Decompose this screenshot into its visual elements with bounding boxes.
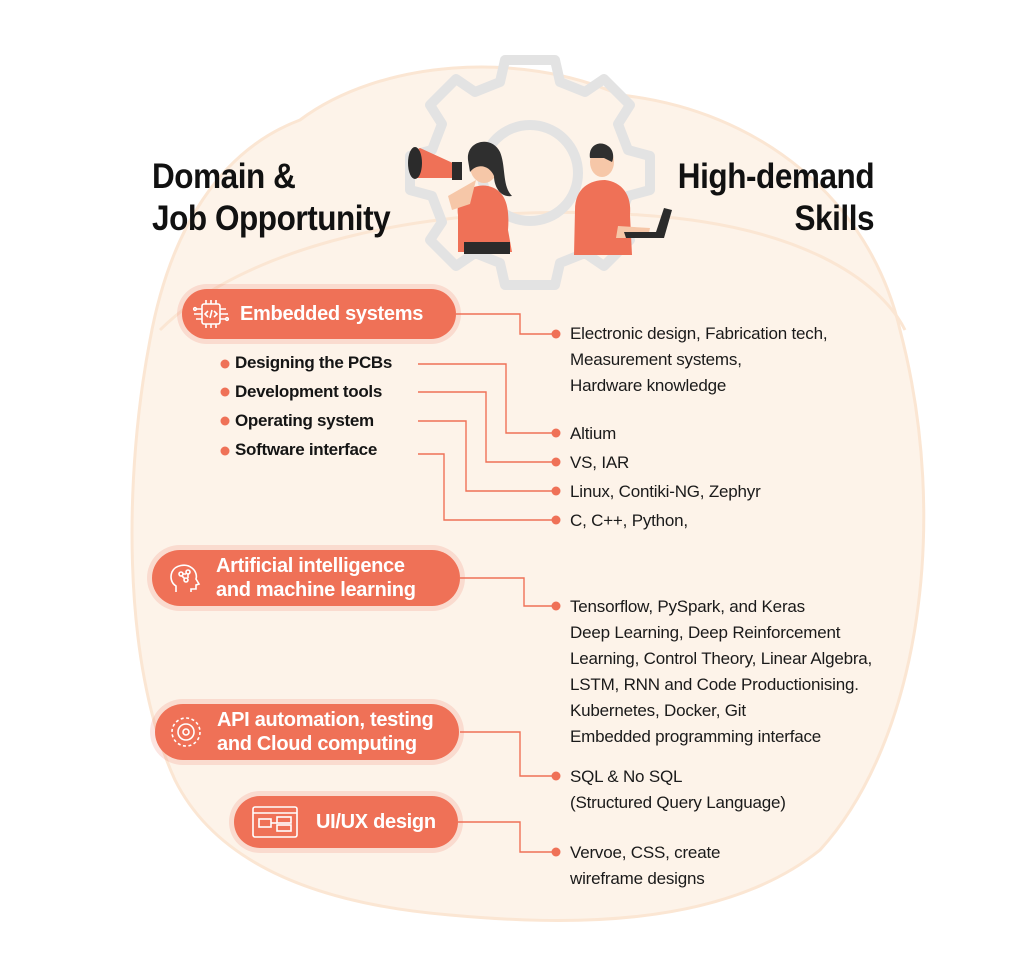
connector-dots [220,329,561,857]
skill-api-line1: SQL & No SQL [570,767,683,786]
skill-ai: Tensorflow, PySpark, and Keras Deep Lear… [570,594,872,750]
domain-api-label-line2: and Cloud computing [217,733,417,755]
skill-embedded-line3: Hardware knowledge [570,376,727,395]
domain-uiux-label: UI/UX design [316,811,436,833]
skills-title-line1: High-demand [677,157,875,196]
skill-ai-line3: Learning, Control Theory, Linear Algebra… [570,649,873,668]
skill-pcb: Altium [570,424,617,443]
subtopic-software: Software interface [235,440,377,459]
skill-ai-line1: Tensorflow, PySpark, and Keras [570,597,805,616]
skill-api: SQL & No SQL (Structured Query Language) [570,764,786,816]
skill-os: Linux, Contiki-NG, Zephyr [570,482,761,501]
wireframe-icon [234,796,316,848]
skill-ai-line6: Embedded programming interface [570,727,822,746]
domain-ai-label-line1: Artificial intelligence [216,555,405,577]
man-laptop-illustration [574,143,672,255]
subtopic-os: Operating system [235,411,374,430]
domain-ai-label: Artificial intelligence and machine lear… [216,554,416,602]
domain-title-line2: Job Opportunity [152,199,391,238]
gear-icon [155,704,217,760]
domain-api-label-line1: API automation, testing [217,709,434,731]
skill-uiux: Vervoe, CSS, create wireframe designs [570,840,720,892]
domain-embedded-label: Embedded systems [240,303,424,325]
chip-icon [182,289,240,339]
skills-title-line2: Skills [794,199,874,238]
domain-uiux: UI/UX design [234,796,458,848]
skill-embedded-line1: Electronic design, Fabrication tech, [570,324,828,343]
domain-ai-ml: Artificial intelligence and machine lear… [152,550,460,606]
skill-dev-tools: VS, IAR [570,453,630,472]
skill-embedded-line2: Measurement systems, [570,350,742,369]
skill-software: C, C++, Python, [570,511,688,530]
subtopic-dev-tools: Development tools [235,382,382,401]
woman-megaphone-illustration [408,141,512,254]
domain-api-label: API automation, testing and Cloud comput… [217,708,434,756]
skill-ai-line5: Kubernetes, Docker, Git [570,701,746,720]
subtopic-pcb: Designing the PCBs [235,353,393,372]
ai-head-icon [152,550,216,606]
domain-title: Domain & Job Opportunity [152,156,391,240]
skill-ai-line4: LSTM, RNN and Code Productionising. [570,675,859,694]
skill-api-line2: (Structured Query Language) [570,793,786,812]
domain-ai-label-line2: and machine learning [216,579,416,601]
skill-ai-line2: Deep Learning, Deep Reinforcement [570,623,841,642]
skills-title: High-demand Skills [677,156,875,240]
skill-embedded: Electronic design, Fabrication tech, Mea… [570,321,828,399]
skill-uiux-line1: Vervoe, CSS, create [570,843,721,862]
domain-embedded-systems: Embedded systems [182,289,456,339]
domain-title-line1: Domain & [152,157,296,196]
skill-uiux-line2: wireframe designs [570,869,705,888]
connector-lines [418,313,556,853]
domain-api-cloud: API automation, testing and Cloud comput… [155,704,459,760]
